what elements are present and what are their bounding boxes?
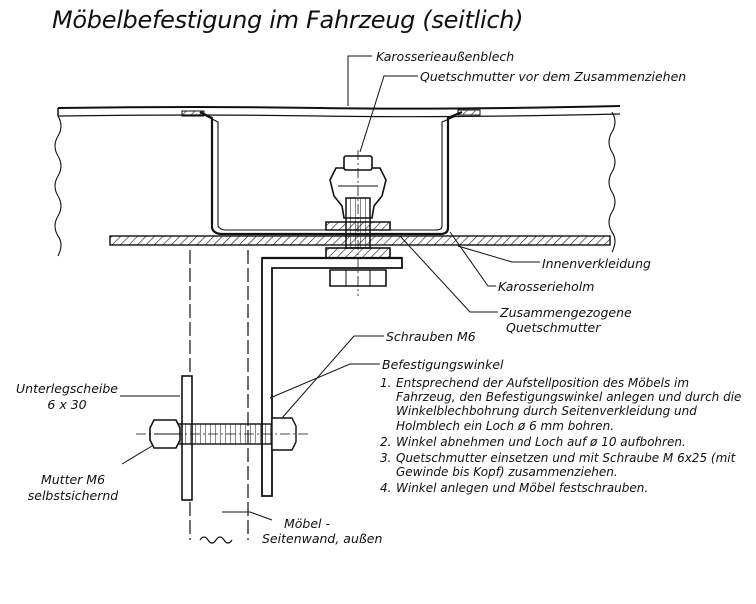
step-number: 2.: [380, 434, 392, 449]
outer-body-panel: [57, 105, 621, 118]
step-4: 4. Winkel anlegen und Möbel festschrauben…: [380, 481, 750, 495]
label-washer: Unterlegscheibe: [16, 381, 118, 396]
center-lines: [136, 150, 359, 435]
label-clinch-nut-after: Zusammengezogene: [500, 305, 632, 320]
instruction-steps: 1. Entsprechend der Aufstellposition des …: [380, 376, 750, 498]
step-1: 1. Entsprechend der Aufstellposition des …: [380, 376, 750, 433]
diagram-title: Möbelbefestigung im Fahrzeug (seitlich): [52, 6, 524, 34]
body-rail: [199, 110, 463, 236]
label-bracket: Befestigungswinkel: [382, 357, 504, 372]
break-lines: [54, 111, 616, 257]
label-outer-panel: Karosserieaußenblech: [376, 49, 515, 64]
step-text: Quetschmutter einsetzen und mit Schraube…: [396, 451, 736, 480]
step-2: 2. Winkel abnehmen und Loch auf ø 10 aufb…: [380, 435, 750, 449]
label-furniture-wall: Möbel -: [284, 516, 331, 531]
step-3: 3. Quetschmutter einsetzen und mit Schrau…: [380, 451, 750, 479]
label-washer-size: 6 x 30: [47, 397, 87, 412]
furniture-side-wall: [189, 250, 249, 544]
step-number: 1.: [380, 376, 392, 390]
label-inner-lining: Innenverkleidung: [542, 256, 651, 271]
label-clinch-nut-before: Quetschmutter vor dem Zusammenziehen: [420, 69, 687, 84]
label-screws: Schrauben M6: [386, 329, 476, 344]
step-text: Winkel anlegen und Möbel festschrauben.: [396, 481, 649, 496]
label-body-rail: Karosserieholm: [498, 279, 595, 294]
leader-lines: [120, 55, 540, 521]
step-text: Entsprechend der Aufstellposition des Mö…: [396, 376, 742, 433]
label-nut: Mutter M6: [40, 472, 106, 487]
label-nut-type: selbstsichernd: [27, 488, 119, 503]
label-clinch-nut-after-2: Quetschmutter: [506, 320, 601, 335]
step-number: 4.: [380, 481, 392, 496]
step-number: 3.: [380, 451, 392, 466]
step-text: Winkel abnehmen und Loch auf ø 10 aufboh…: [396, 434, 686, 449]
label-furniture-wall-2: Seitenwand, außen: [262, 531, 383, 546]
